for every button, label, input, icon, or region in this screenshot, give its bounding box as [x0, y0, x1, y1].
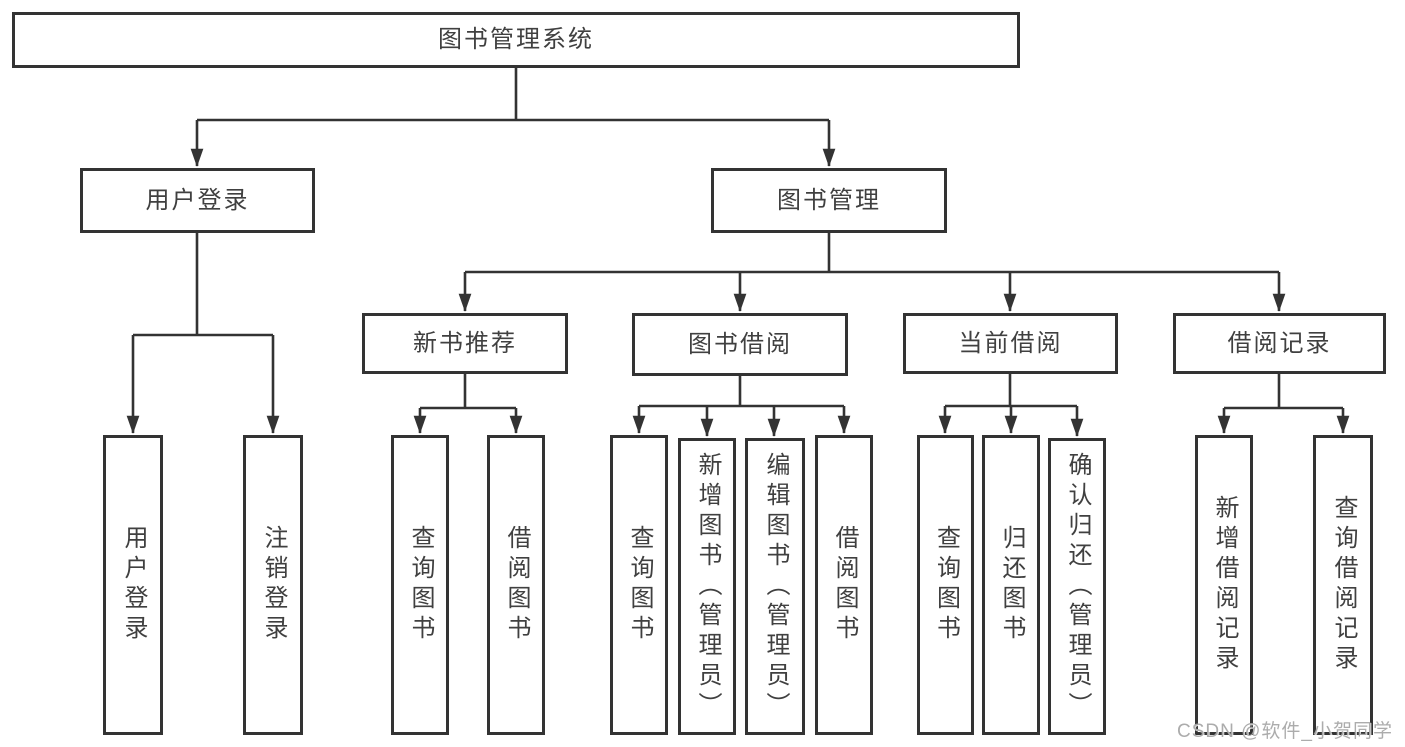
leaf-add-borrow-record: 新增借阅记录: [1195, 435, 1253, 735]
node-label: 确认归还（管理员）: [1064, 451, 1091, 722]
node-label: 编辑图书（管理员）: [762, 451, 789, 722]
node-label: 图书借阅: [688, 330, 792, 358]
node-label: 查询图书: [407, 525, 434, 645]
leaf-return-books: 归还图书: [982, 435, 1040, 735]
leaf-query-borrow-record: 查询借阅记录: [1313, 435, 1373, 735]
leaf-borrow-books-recommend: 借阅图书: [487, 435, 545, 735]
leaf-edit-books-admin: 编辑图书（管理员）: [745, 438, 805, 735]
leaf-add-books-admin: 新增图书（管理员）: [678, 438, 736, 735]
node-book-management: 图书管理: [711, 168, 947, 233]
node-label: 借阅记录: [1227, 329, 1332, 357]
node-borrowing-records: 借阅记录: [1173, 313, 1386, 374]
node-label: 用户登录: [145, 186, 250, 214]
node-label: 用户登录: [120, 525, 147, 645]
node-new-book-recommend: 新书推荐: [362, 313, 568, 374]
node-label: 查询借阅记录: [1330, 495, 1357, 675]
node-label: 新增借阅记录: [1211, 495, 1238, 675]
node-label: 注销登录: [260, 525, 287, 645]
leaf-query-books-borrow: 查询图书: [610, 435, 668, 735]
node-label: 新书推荐: [413, 329, 517, 357]
node-label: 图书管理: [777, 186, 881, 214]
leaf-user-login: 用户登录: [103, 435, 163, 735]
node-label: 当前借阅: [958, 329, 1063, 357]
node-user-login: 用户登录: [80, 168, 315, 233]
leaf-query-books-recommend: 查询图书: [391, 435, 449, 735]
node-label: 借阅图书: [503, 525, 530, 645]
node-library-system: 图书管理系统: [12, 12, 1020, 68]
leaf-borrow-books: 借阅图书: [815, 435, 873, 735]
node-current-borrowing: 当前借阅: [903, 313, 1118, 374]
node-label: 查询图书: [932, 525, 960, 645]
node-book-borrowing: 图书借阅: [632, 313, 848, 376]
node-label: 新增图书（管理员）: [694, 451, 721, 722]
node-label: 归还图书: [998, 525, 1025, 645]
node-label: 查询图书: [626, 525, 653, 645]
leaf-logout: 注销登录: [243, 435, 303, 735]
node-label: 图书管理系统: [438, 26, 594, 53]
leaf-query-books-current: 查询图书: [917, 435, 974, 735]
leaf-confirm-return-admin: 确认归还（管理员）: [1048, 438, 1106, 735]
node-label: 借阅图书: [831, 525, 858, 645]
